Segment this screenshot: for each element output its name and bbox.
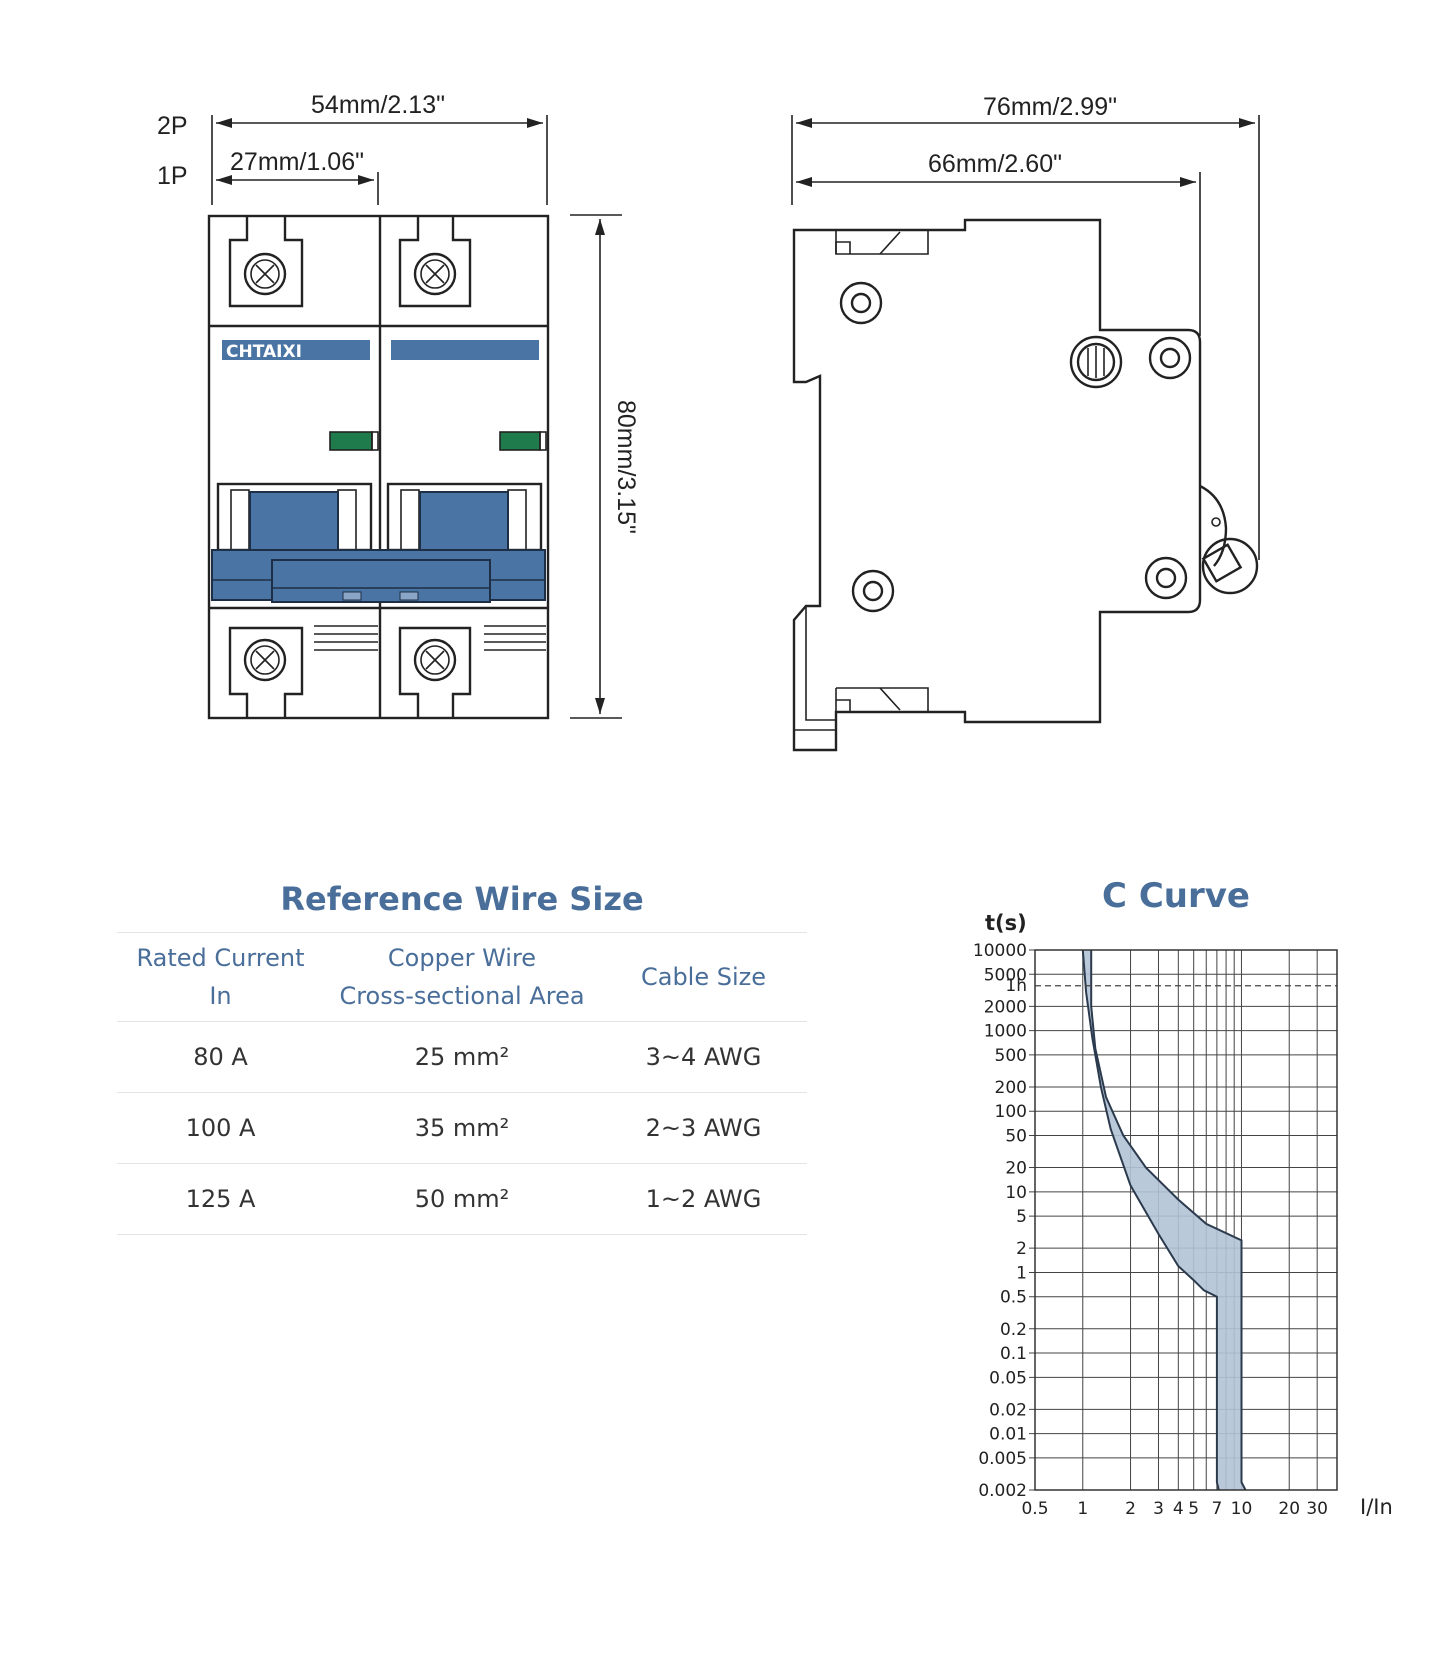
cell-rated-current: 125 A: [117, 1163, 324, 1235]
y-tick-label: 0.1: [1000, 1344, 1027, 1364]
chart-reference: 1h: [1005, 976, 1337, 996]
y-tick-label: 0.05: [989, 1368, 1027, 1388]
x-tick-label: 3: [1153, 1499, 1164, 1519]
width-1p-label: 27mm/1.06": [230, 148, 364, 176]
x-tick-label: 0.5: [1021, 1499, 1048, 1519]
curve-band-area: [1082, 950, 1246, 1490]
mounting-hole-icon: [839, 281, 883, 325]
cell-wire-area: 35 mm²: [324, 1092, 600, 1164]
chart-band: [1081, 949, 1247, 1491]
front-view-diagram: 54mm/2.13" 27mm/1.06" 2P 1P 80mm/3.15": [157, 91, 640, 720]
mounting-hole-icon: [851, 569, 895, 613]
depth-total-label: 76mm/2.99": [983, 93, 1117, 121]
y-tick-label: 0.2: [1000, 1320, 1027, 1340]
width-dimension-1p: 27mm/1.06": [216, 148, 379, 205]
terminal-screw-icon: [243, 638, 287, 682]
breaker-body-side: [792, 218, 1259, 752]
depth-body-label: 66mm/2.60": [928, 150, 1062, 178]
width-2p-label: 54mm/2.13": [311, 91, 445, 119]
y-tick-label: 50: [1005, 1126, 1027, 1146]
y-tick-label: 200: [995, 1078, 1027, 1098]
x-tick-label: 10: [1231, 1499, 1253, 1519]
mounting-hole-icon: [1144, 556, 1188, 600]
width-dimension-2p: 54mm/2.13": [211, 91, 548, 205]
reference-line-label: 1h: [1005, 976, 1027, 996]
slotted-screw-icon: [1069, 335, 1123, 389]
brand-label: CHTAIXI: [226, 342, 302, 362]
cell-rated-current: 80 A: [117, 1021, 324, 1093]
toggle-handle-bar: [211, 549, 546, 603]
plot-frame: [1034, 949, 1338, 1491]
y-axis-label: t(s): [985, 911, 1027, 935]
y-tick-label: 10000: [973, 941, 1027, 961]
y-tick-label: 2000: [984, 997, 1027, 1017]
y-tick-label: 1: [1016, 1263, 1027, 1283]
pole-2p-label: 2P: [157, 112, 188, 140]
y-tick-label: 20: [1005, 1159, 1027, 1179]
x-tick-label: 1: [1077, 1499, 1088, 1519]
terminal-screw-icon: [413, 638, 457, 682]
cell-cable-size: 3~4 AWG: [600, 1021, 807, 1093]
y-tick-label: 0.005: [978, 1449, 1027, 1469]
y-tick-label: 0.02: [989, 1400, 1027, 1420]
x-tick-label: 20: [1278, 1499, 1300, 1519]
y-ticks: 10000 5000 2000 1000 500 200 100 50 20 10 5 2 1 0.5 0.…: [973, 941, 1027, 1501]
height-dimension: 80mm/3.15": [570, 214, 640, 719]
y-tick-label: 0.5: [1000, 1288, 1027, 1308]
table-row: 80 A 25 mm² 3~4 AWG: [117, 1021, 807, 1093]
y-tick-label: 1000: [984, 1022, 1027, 1042]
y-tick-label: 5000: [984, 965, 1027, 985]
x-tick-label: 5: [1188, 1499, 1199, 1519]
x-tick-label: 2: [1125, 1499, 1136, 1519]
depth-dimension-body: 66mm/2.60": [796, 150, 1201, 336]
label-strip: [391, 340, 539, 360]
x-axis-label: I/In: [1360, 1495, 1393, 1519]
header-cable-size: Cable Size: [600, 932, 807, 1022]
chart-title: C Curve: [1102, 876, 1250, 916]
cell-cable-size: 2~3 AWG: [600, 1092, 807, 1164]
breaker-body-front: CHTAIXI: [207, 214, 550, 720]
side-view-diagram: 76mm/2.99" 66mm/2.60": [791, 93, 1260, 752]
curve-lower-line: [1081, 949, 1220, 1491]
terminal-screw-icon: [243, 252, 287, 296]
terminal-screw-icon: [413, 252, 457, 296]
cell-rated-current: 100 A: [117, 1092, 324, 1164]
x-tick-label: 4: [1173, 1499, 1184, 1519]
y-tick-label: 0.01: [989, 1425, 1027, 1445]
mounting-hole-icon: [1148, 336, 1192, 380]
y-tick-label: 500: [995, 1046, 1027, 1066]
height-label: 80mm/3.15": [612, 400, 640, 534]
curve-upper-line: [1090, 950, 1247, 1491]
toggle-handle-side-icon: [1199, 484, 1259, 595]
cell-wire-area: 50 mm²: [324, 1163, 600, 1235]
table-row: 125 A 50 mm² 1~2 AWG: [117, 1163, 807, 1235]
cell-cable-size: 1~2 AWG: [600, 1163, 807, 1235]
x-tick-label: 7: [1211, 1499, 1222, 1519]
y-tick-label: 2: [1016, 1239, 1027, 1259]
y-tick-label: 100: [995, 1102, 1027, 1122]
pole-1p-label: 1P: [157, 162, 188, 190]
y-tick-label: 5: [1016, 1207, 1027, 1227]
chart-grid: [1029, 949, 1337, 1491]
depth-dimension-total: 76mm/2.99": [791, 93, 1260, 560]
table-row: 100 A 35 mm² 2~3 AWG: [117, 1092, 807, 1164]
wire-table-title: Reference Wire Size: [280, 880, 644, 918]
cell-wire-area: 25 mm²: [324, 1021, 600, 1093]
y-tick-label: 0.002: [978, 1481, 1027, 1501]
brand-strip: [222, 340, 370, 360]
y-tick-label: 10: [1005, 1183, 1027, 1203]
x-tick-label: 30: [1306, 1499, 1328, 1519]
